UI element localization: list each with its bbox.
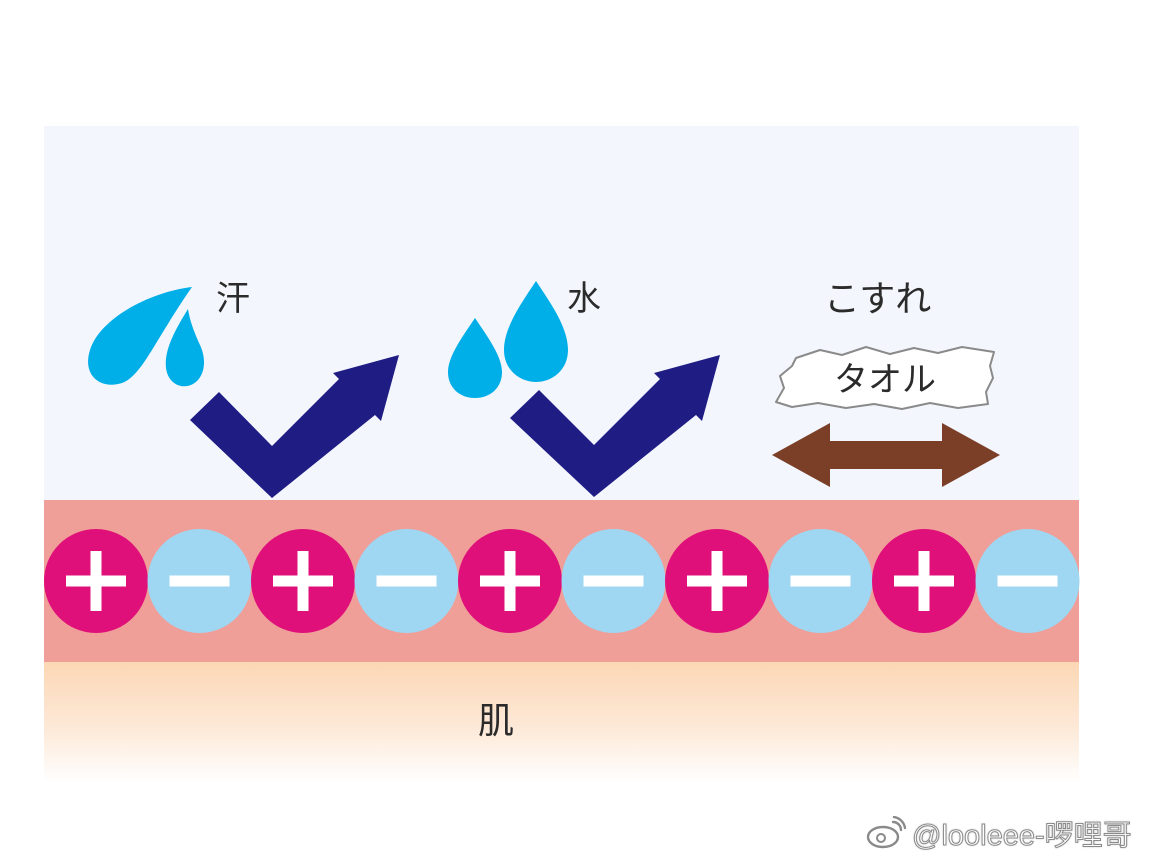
negative-ion (354, 529, 459, 633)
label-sweat: 汗 (216, 279, 250, 319)
positive-ion (872, 529, 976, 633)
positive-ion (665, 529, 769, 633)
watermark-text: @looleee-啰哩哥 (912, 820, 1133, 853)
negative-ion (768, 529, 873, 633)
repel-arrow-icon (190, 355, 399, 498)
positive-ion (44, 529, 148, 633)
ion-row (44, 529, 1080, 633)
watermark: @looleee-啰哩哥 (866, 812, 1132, 854)
negative-ion (147, 529, 252, 633)
towel-icon (775, 346, 995, 410)
sweat-drop-icon (88, 287, 205, 387)
negative-ion (975, 529, 1080, 633)
label-water: 水 (567, 279, 601, 319)
positive-ion (251, 529, 355, 633)
label-skin: 肌 (478, 701, 514, 742)
label-friction: こすれ (824, 279, 931, 320)
water-drop-icon (448, 281, 568, 398)
negative-ion (561, 529, 666, 633)
weibo-icon (866, 816, 906, 849)
label-towel: タオル (834, 360, 936, 400)
positive-ion (458, 529, 562, 633)
friction-arrow-icon (772, 423, 1000, 487)
repel-arrow-icon (510, 355, 720, 497)
skin-region (44, 662, 1079, 782)
